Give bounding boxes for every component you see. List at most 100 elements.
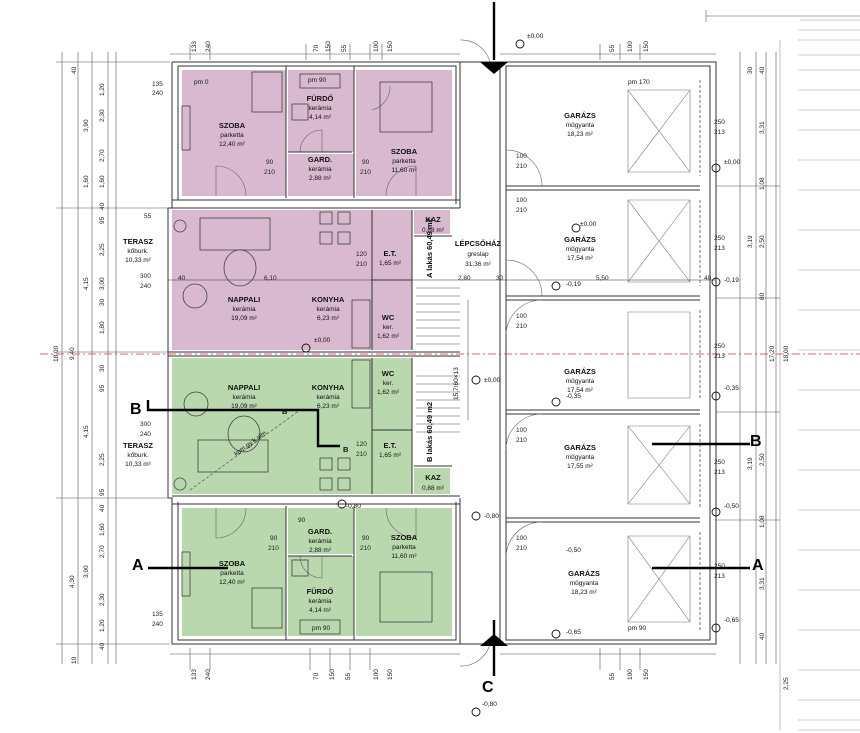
svg-text:210: 210 — [516, 545, 527, 552]
svg-text:10,33 m²: 10,33 m² — [125, 257, 151, 264]
dimension-lines-left — [56, 52, 170, 664]
svg-text:80: 80 — [759, 292, 766, 300]
svg-text:213: 213 — [714, 573, 725, 580]
room-gard-bot: GARD. kerámia 2,88 m² — [308, 527, 332, 554]
svg-text:FÜRDŐ: FÜRDŐ — [307, 587, 334, 596]
level-terrace-b: -0,80 — [346, 503, 361, 510]
svg-text:210: 210 — [516, 323, 527, 330]
svg-text:100: 100 — [516, 153, 527, 160]
svg-text:55: 55 — [609, 672, 616, 680]
room-szoba-bot: SZOBA parketta 12,40 m² — [219, 559, 246, 586]
svg-text:40: 40 — [99, 504, 106, 512]
svg-text:213: 213 — [714, 245, 725, 252]
svg-text:135: 135 — [152, 611, 163, 618]
svg-text:4,14 m²: 4,14 m² — [309, 607, 332, 614]
svg-text:40: 40 — [99, 642, 106, 650]
svg-text:2,25: 2,25 — [99, 243, 106, 256]
svg-text:95: 95 — [99, 384, 106, 392]
svg-text:1,60: 1,60 — [99, 175, 106, 188]
svg-text:GARÁZS: GARÁZS — [568, 569, 600, 578]
level-living-a: ±0,00 — [314, 337, 331, 344]
svg-text:40: 40 — [759, 632, 766, 640]
flat-a-wardrobe-fill — [288, 154, 354, 196]
svg-text:GARÁZS: GARÁZS — [564, 443, 596, 452]
svg-text:WC: WC — [382, 313, 395, 322]
svg-text:250: 250 — [714, 119, 725, 126]
svg-text:31,36 m²: 31,36 m² — [465, 261, 491, 268]
svg-text:1,60: 1,60 — [99, 523, 106, 536]
svg-text:213: 213 — [714, 129, 725, 136]
svg-text:150: 150 — [325, 41, 332, 52]
flat-b-bedroom-fill — [182, 508, 286, 636]
svg-text:kerámia: kerámia — [316, 306, 340, 313]
svg-text:210: 210 — [264, 169, 275, 176]
svg-text:GARÁZS: GARÁZS — [564, 111, 596, 120]
svg-text:greslap: greslap — [467, 251, 489, 258]
svg-text:2,30: 2,30 — [99, 593, 106, 606]
flat-b-wardrobe-fill — [288, 508, 354, 554]
svg-text:70: 70 — [313, 44, 320, 52]
svg-text:250: 250 — [714, 563, 725, 570]
svg-text:40: 40 — [99, 202, 106, 210]
room-furdo-bot: FÜRDŐ kerámia 4,14 m² — [307, 587, 334, 614]
svg-text:GARD.: GARD. — [308, 155, 332, 164]
svg-text:100: 100 — [516, 197, 527, 204]
svg-text:1,62 m²: 1,62 m² — [377, 333, 400, 340]
room-nappali-top: NAPPALI kerámia 19,09 m² — [228, 295, 260, 322]
svg-text:1,60: 1,60 — [83, 175, 90, 188]
svg-text:55: 55 — [144, 213, 152, 220]
svg-text:GARÁZS: GARÁZS — [564, 235, 596, 244]
flat-b-boiler-fill — [414, 468, 450, 494]
svg-text:17,20: 17,20 — [769, 345, 776, 362]
flat-b-living-fill — [172, 358, 412, 494]
svg-text:240: 240 — [152, 621, 163, 628]
section-cuts — [146, 2, 750, 676]
room-lepcsohaz: LÉPCSŐHÁZ greslap 31,36 m² — [455, 239, 502, 268]
svg-text:4,15: 4,15 — [83, 277, 90, 290]
inner-dimension-texts: 135 240 135 240 90 210 90 210 90 210 90 … — [140, 81, 725, 628]
lakas-a-label: A lakás 60,49 m2 — [425, 218, 434, 278]
svg-text:kőburk.: kőburk. — [127, 248, 149, 255]
svg-text:2,88 m²: 2,88 m² — [309, 547, 332, 554]
level-bottom-entry: -0,80 — [482, 701, 497, 708]
svg-text:ker.: ker. — [383, 380, 394, 387]
section-a-left: A — [132, 557, 144, 574]
furniture — [173, 71, 433, 635]
svg-text:90: 90 — [270, 535, 278, 542]
svg-text:KAZ: KAZ — [425, 473, 441, 482]
svg-text:5,50: 5,50 — [596, 275, 609, 282]
svg-text:műgyanta: műgyanta — [566, 378, 595, 385]
svg-text:17,54 m²: 17,54 m² — [567, 387, 593, 394]
svg-text:12,40 m²: 12,40 m² — [219, 579, 245, 586]
level-garage-3: -0,35 — [566, 393, 581, 400]
svg-text:0,88 m²: 0,88 m² — [422, 485, 445, 492]
svg-text:4,30: 4,30 — [69, 575, 76, 588]
room-nappali-bot: NAPPALI kerámia 19,09 m² — [228, 383, 260, 410]
room-garazs-3: GARÁZS műgyanta 17,54 m² — [564, 367, 596, 394]
svg-text:kerámia: kerámia — [308, 598, 332, 605]
svg-text:210: 210 — [360, 545, 371, 552]
svg-text:6,10: 6,10 — [264, 275, 277, 282]
level-pm90-garage: pm 90 — [628, 625, 646, 632]
svg-text:3,31: 3,31 — [759, 577, 766, 590]
svg-text:2,88 m²: 2,88 m² — [309, 175, 332, 182]
svg-text:2,80: 2,80 — [458, 275, 471, 282]
svg-text:műgyanta: műgyanta — [570, 580, 599, 587]
room-et-top: E.T. 1,65 m² — [379, 249, 402, 267]
svg-text:18,00: 18,00 — [53, 345, 60, 362]
svg-text:10: 10 — [71, 656, 78, 664]
level-right-4: -0,50 — [724, 503, 739, 510]
svg-text:3,00: 3,00 — [99, 277, 106, 290]
svg-text:100: 100 — [627, 669, 634, 680]
flat-a-bedroom-fill — [182, 70, 286, 196]
svg-text:150: 150 — [643, 41, 650, 52]
svg-text:19,09 m²: 19,09 m² — [231, 315, 257, 322]
flat-a-boiler-fill — [414, 210, 450, 234]
svg-text:70: 70 — [313, 672, 320, 680]
svg-text:10,33 m²: 10,33 m² — [125, 461, 151, 468]
svg-text:210: 210 — [516, 437, 527, 444]
svg-text:E.T.: E.T. — [384, 441, 397, 450]
svg-text:11,60 m²: 11,60 m² — [391, 553, 417, 560]
svg-text:műgyanta: műgyanta — [566, 454, 595, 461]
